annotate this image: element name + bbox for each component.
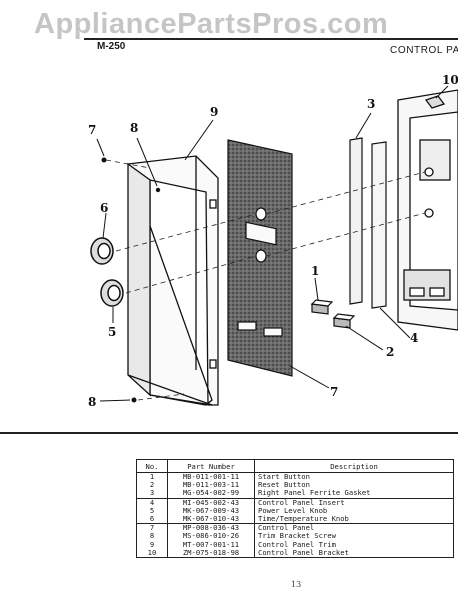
- table-row: 8 MS-086-010-26 Trim Bracket Screw: [136, 532, 454, 541]
- table-row: 6 MK-067-010-43 Time/Temperature Knob: [136, 515, 454, 525]
- header-no: No.: [136, 459, 168, 473]
- alignment-lines: [105, 159, 426, 401]
- callout-5: 5: [108, 325, 116, 339]
- callout-9: 9: [210, 105, 218, 119]
- callout-4: 4: [410, 331, 418, 345]
- header-part-number: Part Number: [167, 459, 255, 473]
- section-divider: [0, 432, 458, 434]
- callout-labels: 7 8 9 6 5 1 2 3 4 6 7 8 10: [88, 73, 458, 409]
- header-description: Description: [254, 459, 454, 473]
- callout-10: 10: [442, 73, 458, 87]
- section-title: CONTROL PANE: [390, 45, 458, 56]
- table-row: 5 MK-067-009-43 Power Level Knob: [136, 506, 454, 516]
- parts-table-header: No. Part Number Description: [136, 459, 454, 473]
- callout-1: 1: [311, 264, 319, 278]
- table-row: 7 MP-008-036-43 Control Panel: [136, 523, 454, 533]
- exploded-parts-diagram: 7 8 9 6 5 1 2 3 4 6 7 8 10: [88, 73, 458, 409]
- trim-bracket-screws: [101, 157, 161, 403]
- control-panel-insert: [371, 141, 387, 309]
- callout-7-label: 7: [330, 385, 338, 399]
- start-button: [310, 299, 334, 315]
- watermark-logo: AppliancePartsPros.com: [34, 8, 389, 40]
- table-row: 9 MT-007-001-11 Control Panel Trim: [136, 540, 454, 549]
- table-row: 10 ZM-075-018-98 Control Panel Bracket: [136, 548, 454, 558]
- callout-8-top-left: 7: [88, 123, 96, 137]
- right-panel-ferrite-gasket: [349, 137, 363, 305]
- time-temperature-knob: [90, 237, 114, 265]
- power-level-knob: [100, 279, 124, 307]
- table-row: 4 MI-045-002-43 Control Panel Insert: [136, 498, 454, 507]
- control-panel: [227, 139, 293, 377]
- table-row: 3 MG-054-002-99 Right Panel Ferrite Gask…: [136, 489, 454, 499]
- parts-table: No. Part Number Description 1 MB-011-001…: [136, 459, 454, 559]
- header-rule: [84, 38, 458, 40]
- table-row: 1 MB-011-001-11 Start Button: [136, 472, 454, 482]
- callout-2: 2: [386, 345, 394, 359]
- callout-3: 3: [367, 97, 375, 111]
- reset-button: [332, 313, 356, 329]
- callout-leaders: [96, 85, 449, 402]
- page-number: 13: [291, 580, 302, 589]
- callout-8-bottom: 8: [88, 395, 96, 409]
- callout-8-top: 8: [130, 121, 138, 135]
- callout-6: 6: [100, 201, 108, 215]
- model-number: M-250: [97, 41, 126, 52]
- control-panel-trim: [127, 155, 219, 406]
- table-row: 2 MB-011-003-11 Reset Button: [136, 480, 454, 490]
- control-panel-bracket: [397, 89, 458, 331]
